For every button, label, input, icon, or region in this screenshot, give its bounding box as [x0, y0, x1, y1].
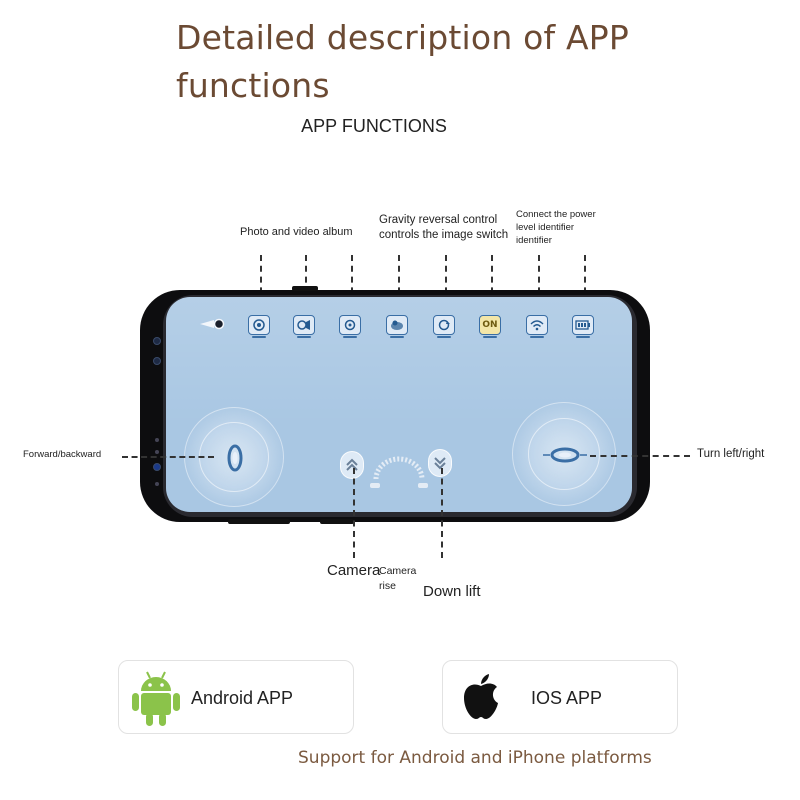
app-screen: ON [166, 297, 632, 512]
platform-support-note: Support for Android and iPhone platforms [298, 748, 652, 768]
android-logo-icon [132, 671, 180, 726]
callout-gravity-line1: Gravity reversal control [379, 214, 498, 226]
ios-app-card[interactable]: IOS APP [442, 660, 678, 734]
chevron-down-icon [434, 457, 446, 470]
callout-connect: Connect the power level identifier ident… [516, 208, 596, 247]
sensor-dot [155, 438, 159, 442]
callout-turn: Turn left/right [697, 448, 765, 460]
leader-line [305, 255, 307, 315]
leader-line [538, 255, 540, 315]
callout-gravity: Gravity reversal control controls the im… [379, 213, 508, 243]
video-album-button[interactable] [293, 315, 315, 338]
sensor-dot [155, 450, 159, 454]
battery-button[interactable] [572, 315, 594, 338]
reverse-icon [438, 319, 450, 331]
front-camera-icon [153, 337, 161, 345]
leader-line [122, 456, 214, 458]
video-icon [297, 320, 310, 330]
callout-connect-line3: identifier [516, 235, 552, 246]
gravity-button[interactable] [386, 315, 408, 338]
camera-button[interactable] [339, 315, 361, 338]
leader-line [441, 468, 443, 558]
callout-connect-line1: Connect the power [516, 209, 596, 220]
photo-album-button[interactable] [248, 315, 270, 338]
photo-icon [253, 319, 265, 331]
callout-gravity-line2: controls the image switch [379, 229, 509, 241]
right-joystick[interactable] [512, 402, 616, 506]
ios-app-label: IOS APP [531, 688, 603, 708]
callout-camera-rise: Camera rise [379, 564, 416, 594]
phone-top-button [292, 286, 318, 291]
callout-camera-rise-line2: rise [379, 580, 396, 592]
wifi-button[interactable] [526, 315, 548, 338]
gravity-icon [391, 320, 403, 330]
callout-connect-line2: level identifier [516, 222, 575, 233]
horizontal-joystick-icon [543, 447, 587, 463]
phone-bottom-button [228, 519, 290, 524]
camera-rise-button[interactable] [340, 451, 364, 479]
leader-line [584, 255, 586, 315]
iris-scanner-icon [153, 463, 161, 471]
phone-bottom-button [320, 519, 354, 524]
callout-down-lift: Down lift [423, 583, 481, 600]
vertical-joystick-icon [227, 444, 243, 472]
wifi-icon [530, 320, 544, 331]
callout-camera-rise-line1: Camera [379, 565, 417, 577]
leader-line [590, 455, 690, 457]
callout-camera: Camera [327, 562, 381, 579]
joystick-ring [528, 418, 600, 490]
sensor-icon [153, 357, 161, 365]
leader-line [398, 255, 400, 315]
callout-photo-album: Photo and video album [240, 226, 353, 238]
leader-line [445, 255, 447, 315]
android-app-card[interactable]: Android APP [118, 660, 354, 734]
leader-line [351, 255, 353, 315]
apple-logo-icon [464, 674, 498, 719]
leader-line [491, 255, 493, 315]
switch-toggle-button[interactable]: ON [479, 315, 501, 338]
section-subtitle: APP FUNCTIONS [301, 116, 447, 136]
reverse-button[interactable] [433, 315, 455, 338]
chevron-up-icon [346, 458, 358, 471]
page-title-line2: functions [176, 66, 330, 105]
camera-angle-gauge-icon [370, 456, 428, 488]
callout-forward-backward: Forward/backward [23, 449, 102, 460]
page-title-line1: Detailed description of APP [176, 18, 629, 57]
android-app-label: Android APP [191, 688, 294, 708]
leader-line [260, 255, 262, 315]
battery-icon [575, 320, 590, 330]
back-icon[interactable] [198, 317, 226, 331]
leader-line [353, 468, 355, 558]
camera-down-button[interactable] [428, 449, 452, 477]
lens-icon [344, 319, 356, 331]
switch-on-label: ON [482, 320, 498, 330]
sensor-dot [155, 482, 159, 486]
page-title: Detailed description of APP functions [176, 14, 629, 110]
